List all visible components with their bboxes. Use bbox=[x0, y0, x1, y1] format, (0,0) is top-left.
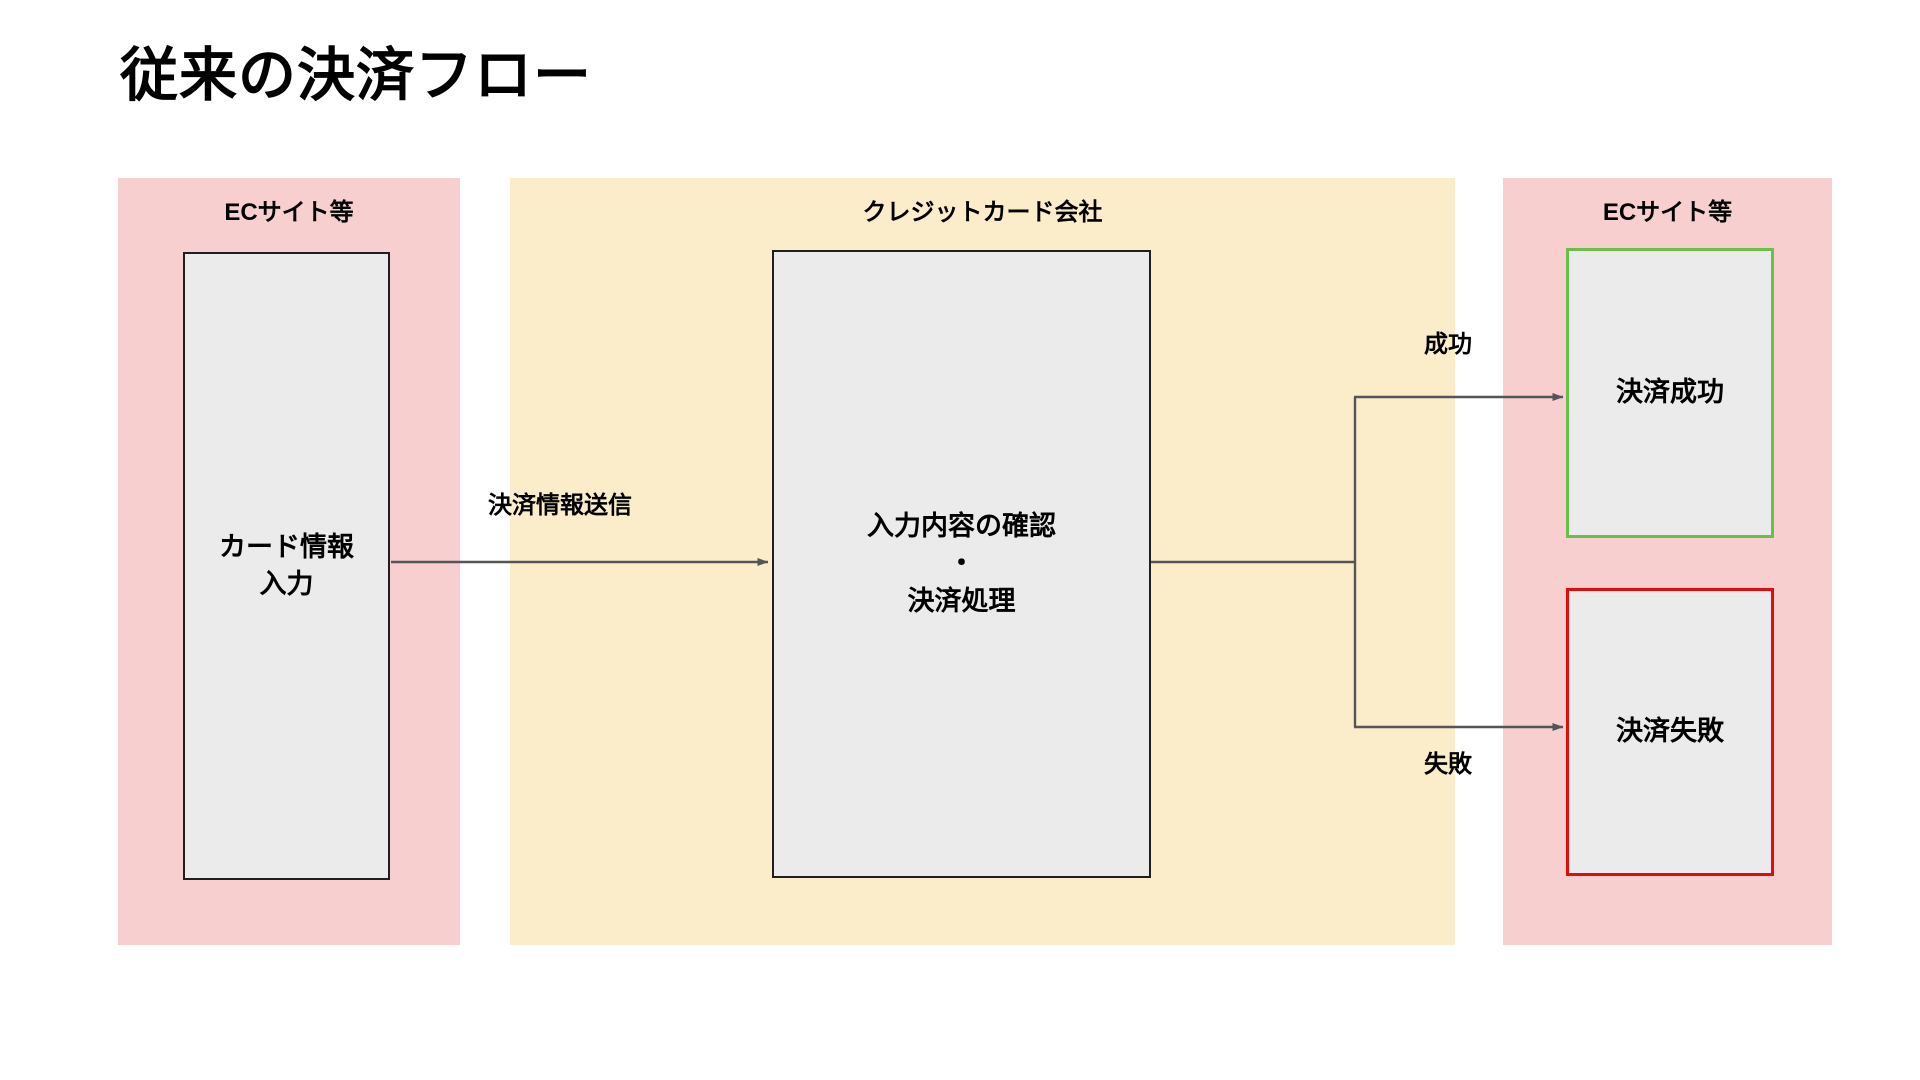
edge-label-failure: 失敗 bbox=[1424, 751, 1472, 778]
node-payment-success[interactable]: 決済成功 bbox=[1566, 248, 1774, 538]
node-card-information-input[interactable]: カード情報 入力 bbox=[183, 252, 390, 880]
edge-label-send-payment-info: 決済情報送信 bbox=[488, 492, 632, 519]
node-payment-failure[interactable]: 決済失敗 bbox=[1566, 588, 1774, 876]
node-confirm-and-process-payment-line3: 決済処理 bbox=[907, 585, 1016, 616]
edge-label-success: 成功 bbox=[1424, 331, 1472, 358]
node-confirm-and-process-payment[interactable]: 入力内容の確認 ・ 決済処理 bbox=[772, 250, 1151, 878]
page-title: 従来の決済フロー bbox=[120, 43, 593, 108]
node-payment-failure-label: 決済失敗 bbox=[1616, 716, 1724, 747]
node-confirm-and-process-payment-line2: ・ bbox=[948, 548, 975, 579]
node-card-information-input-line1: カード情報 bbox=[219, 531, 354, 562]
node-confirm-and-process-payment-line1: 入力内容の確認 bbox=[867, 511, 1056, 542]
node-card-information-input-line2: 入力 bbox=[259, 569, 314, 599]
lane-title-merchant-left: ECサイト等 bbox=[224, 199, 354, 226]
lane-title-merchant-right: ECサイト等 bbox=[1602, 199, 1733, 226]
node-payment-success-label: 決済成功 bbox=[1616, 377, 1724, 408]
lane-title-card-company: クレジットカード会社 bbox=[862, 199, 1103, 226]
node-card-information-input-text: カード情報 入力 bbox=[219, 529, 354, 604]
node-confirm-and-process-payment-text: 入力内容の確認 ・ 決済処理 bbox=[867, 508, 1056, 620]
